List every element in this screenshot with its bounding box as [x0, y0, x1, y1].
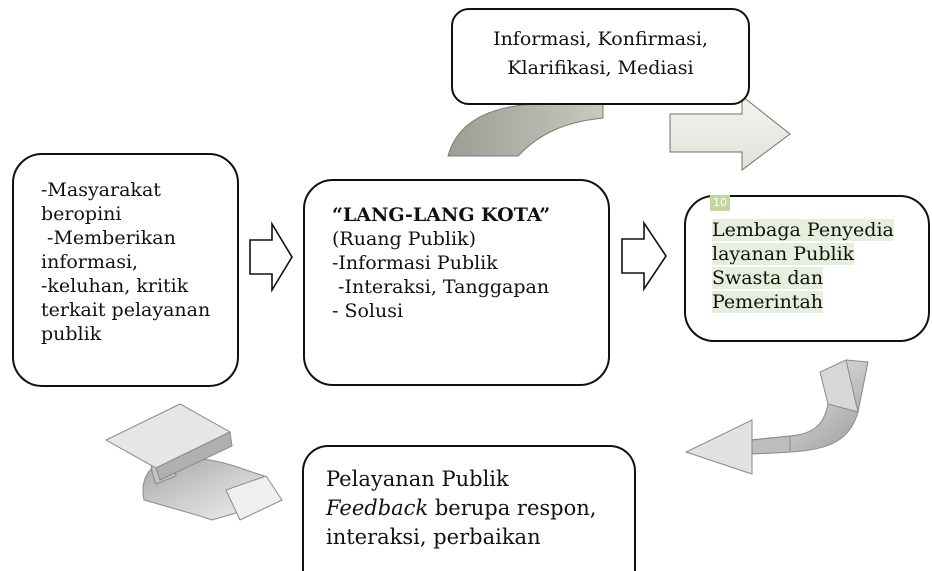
right-box-line-4: Pemerintah [712, 291, 824, 313]
block-arrow-center-to-right [621, 220, 667, 292]
left-box-society: -Masyarakat beropini -Memberikan informa… [12, 153, 239, 387]
right-box-line-1: Lembaga Penyedia [712, 219, 894, 241]
right-box-service-provider: 10 Lembaga Penyedia layanan Publik Swast… [684, 195, 930, 342]
left-box-line-6: terkait pelayanan [41, 299, 211, 321]
bent-arrow-left [104, 403, 283, 521]
left-box-line-1: -Masyarakat [41, 179, 161, 201]
right-box-line-3: Swasta dan [712, 267, 824, 289]
curved-arrow-top-head [669, 94, 791, 171]
center-box-public-space: “LANG-LANG KOTA” (Ruang Publik) -Informa… [303, 179, 610, 386]
center-box-line-3: -Interaksi, Tanggapan [332, 276, 550, 298]
top-box-information: Informasi, Konfirmasi, Klarifikasi, Medi… [451, 8, 750, 105]
bottom-box-line-1: Pelayanan Publik [326, 467, 509, 491]
left-box-line-2: beropini [41, 203, 122, 225]
left-box-line-5: -keluhan, kritik [41, 275, 189, 297]
bottom-box-line-3: interaksi, perbaikan [326, 525, 541, 549]
feedback-word: Feedback [326, 496, 429, 520]
comment-badge: 10 [710, 195, 730, 211]
left-box-line-4: informasi, [41, 251, 139, 273]
center-box-title: “LANG-LANG KOTA” [332, 204, 551, 226]
center-box-line-1: (Ruang Publik) [332, 228, 476, 250]
bent-arrow-right [684, 359, 869, 475]
left-box-line-7: publik [41, 323, 102, 345]
left-box-line-3: -Memberikan [41, 227, 176, 249]
block-arrow-left-to-center [249, 221, 293, 293]
bottom-box-line-2-rest: berupa respon, [428, 496, 597, 520]
center-box-line-2: -Informasi Publik [332, 252, 498, 274]
bottom-box-feedback: Pelayanan Publik Feedback berupa respon,… [302, 445, 636, 571]
top-box-line-1: Informasi, Konfirmasi, [493, 28, 708, 50]
top-box-line-2: Klarifikasi, Mediasi [507, 57, 694, 79]
bottom-box-line-2: Feedback berupa respon, [326, 494, 634, 523]
right-box-line-2: layanan Publik [712, 243, 855, 265]
curved-arrow-top-body [447, 103, 604, 157]
center-box-line-4: - Solusi [332, 300, 404, 322]
